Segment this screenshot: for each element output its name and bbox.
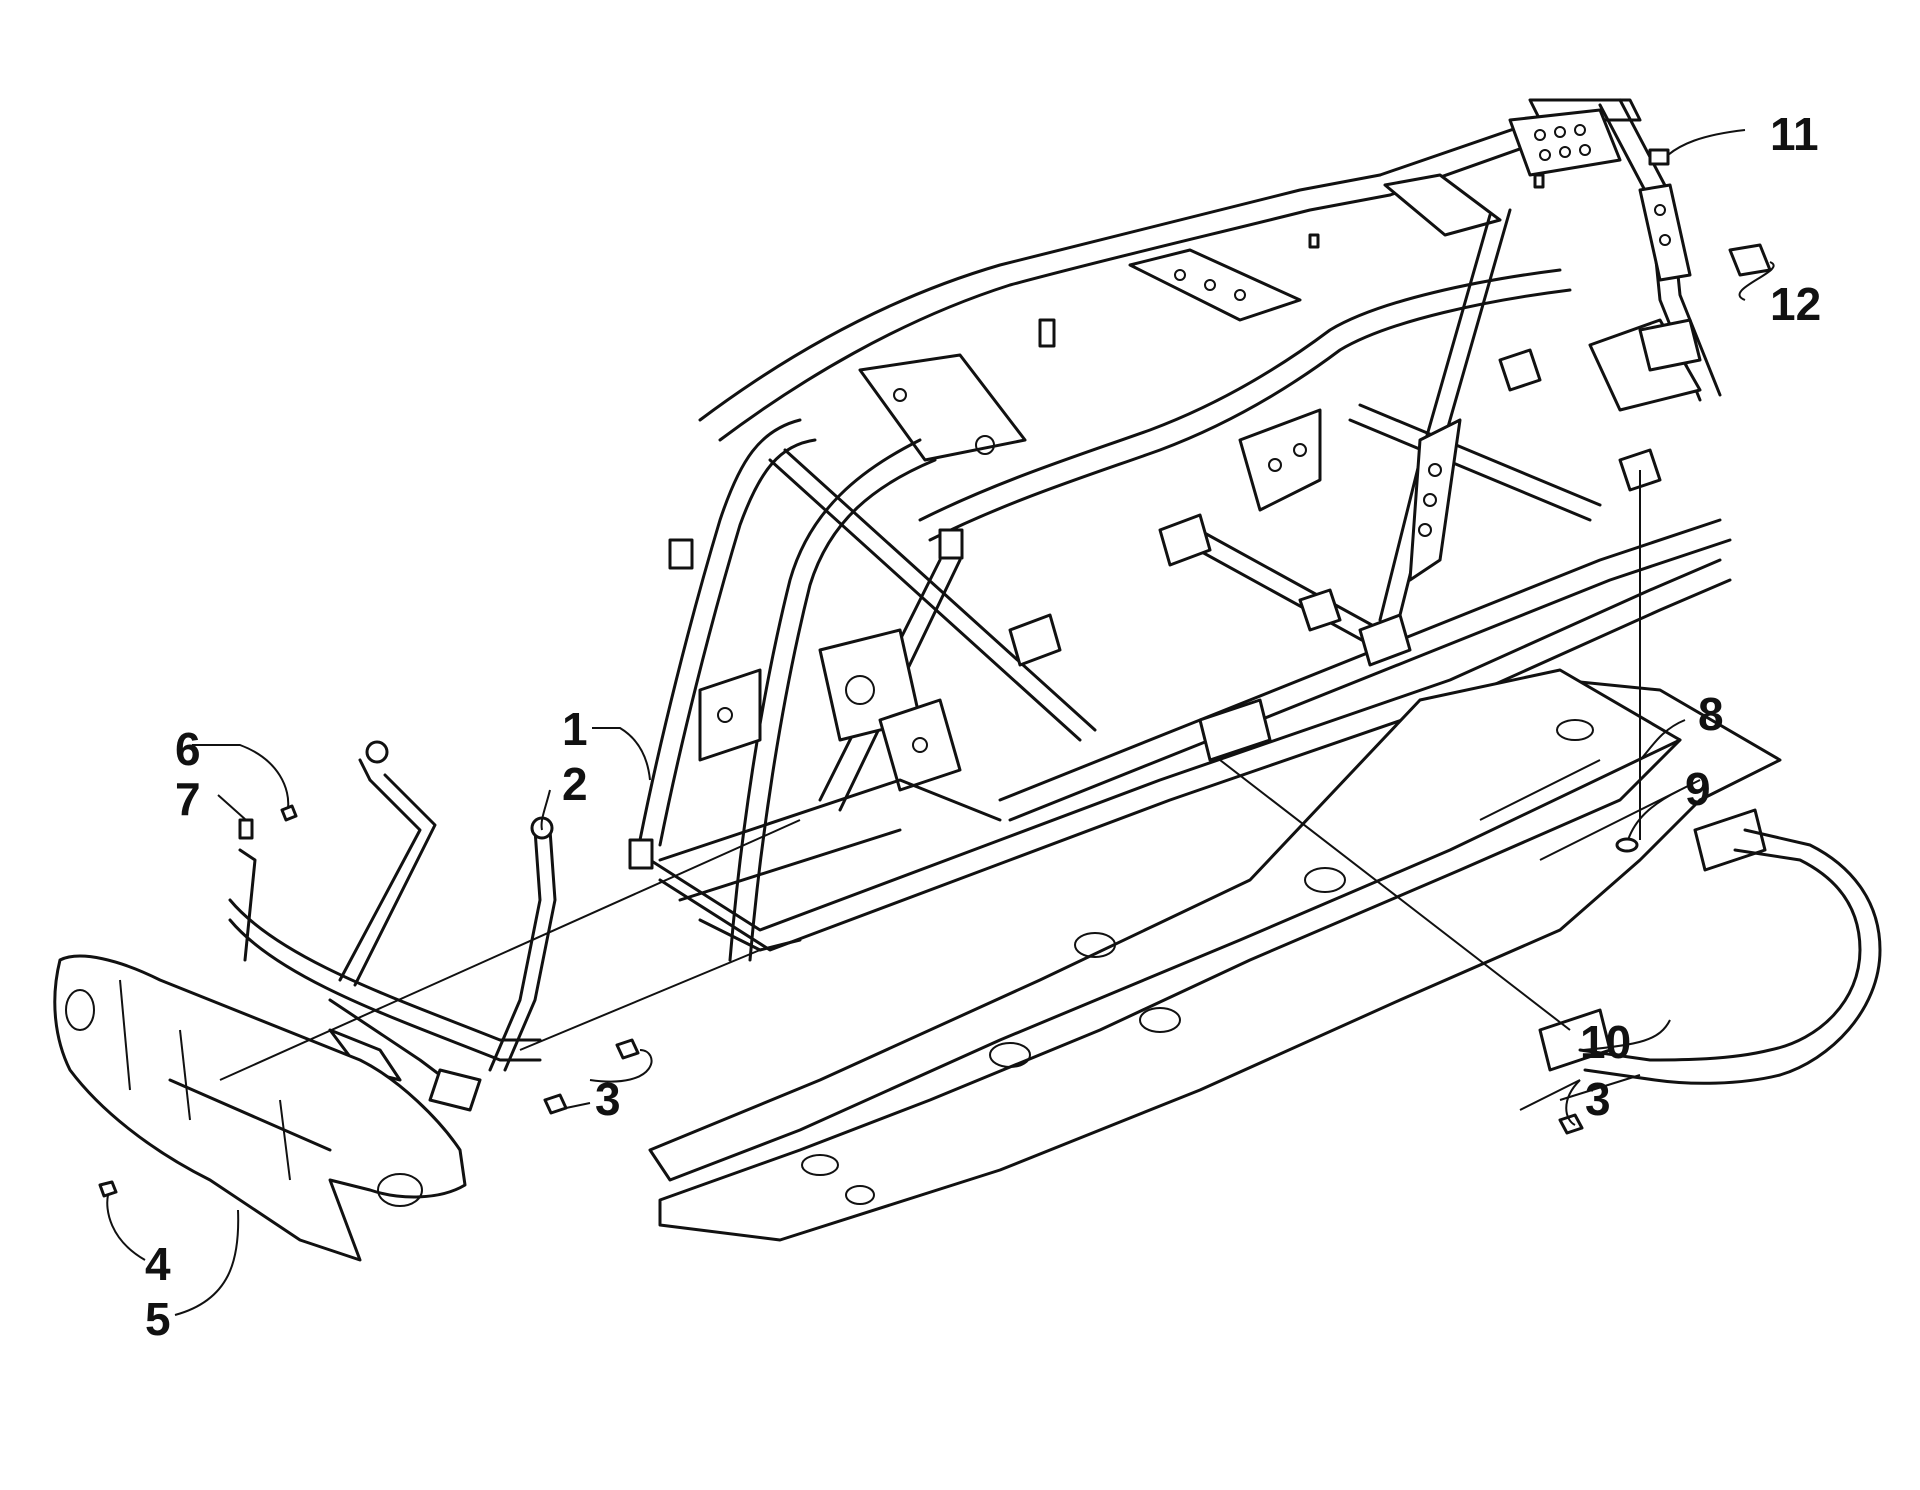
label-4: 4 [145, 1238, 171, 1290]
skid-plate [648, 668, 1782, 1242]
label-10: 10 [1580, 1016, 1631, 1068]
front-bumper [53, 954, 467, 1262]
footrest-bar [1538, 808, 1882, 1085]
front-bumper-subframe [228, 740, 557, 1112]
callout-labels: 1 2 3 3 4 5 6 7 8 9 10 11 12 [145, 108, 1821, 1345]
label-1: 1 [562, 703, 588, 755]
label-3-right: 3 [1585, 1073, 1611, 1125]
label-5: 5 [145, 1293, 171, 1345]
label-11: 11 [1770, 108, 1819, 160]
label-7: 7 [175, 773, 201, 825]
leader-lines [106, 129, 1775, 1316]
label-3-left: 3 [595, 1073, 621, 1125]
label-6: 6 [175, 723, 201, 775]
label-2: 2 [562, 758, 588, 810]
main-frame [628, 98, 1732, 962]
label-12: 12 [1770, 278, 1821, 330]
label-9: 9 [1685, 763, 1711, 815]
label-8: 8 [1698, 688, 1724, 740]
